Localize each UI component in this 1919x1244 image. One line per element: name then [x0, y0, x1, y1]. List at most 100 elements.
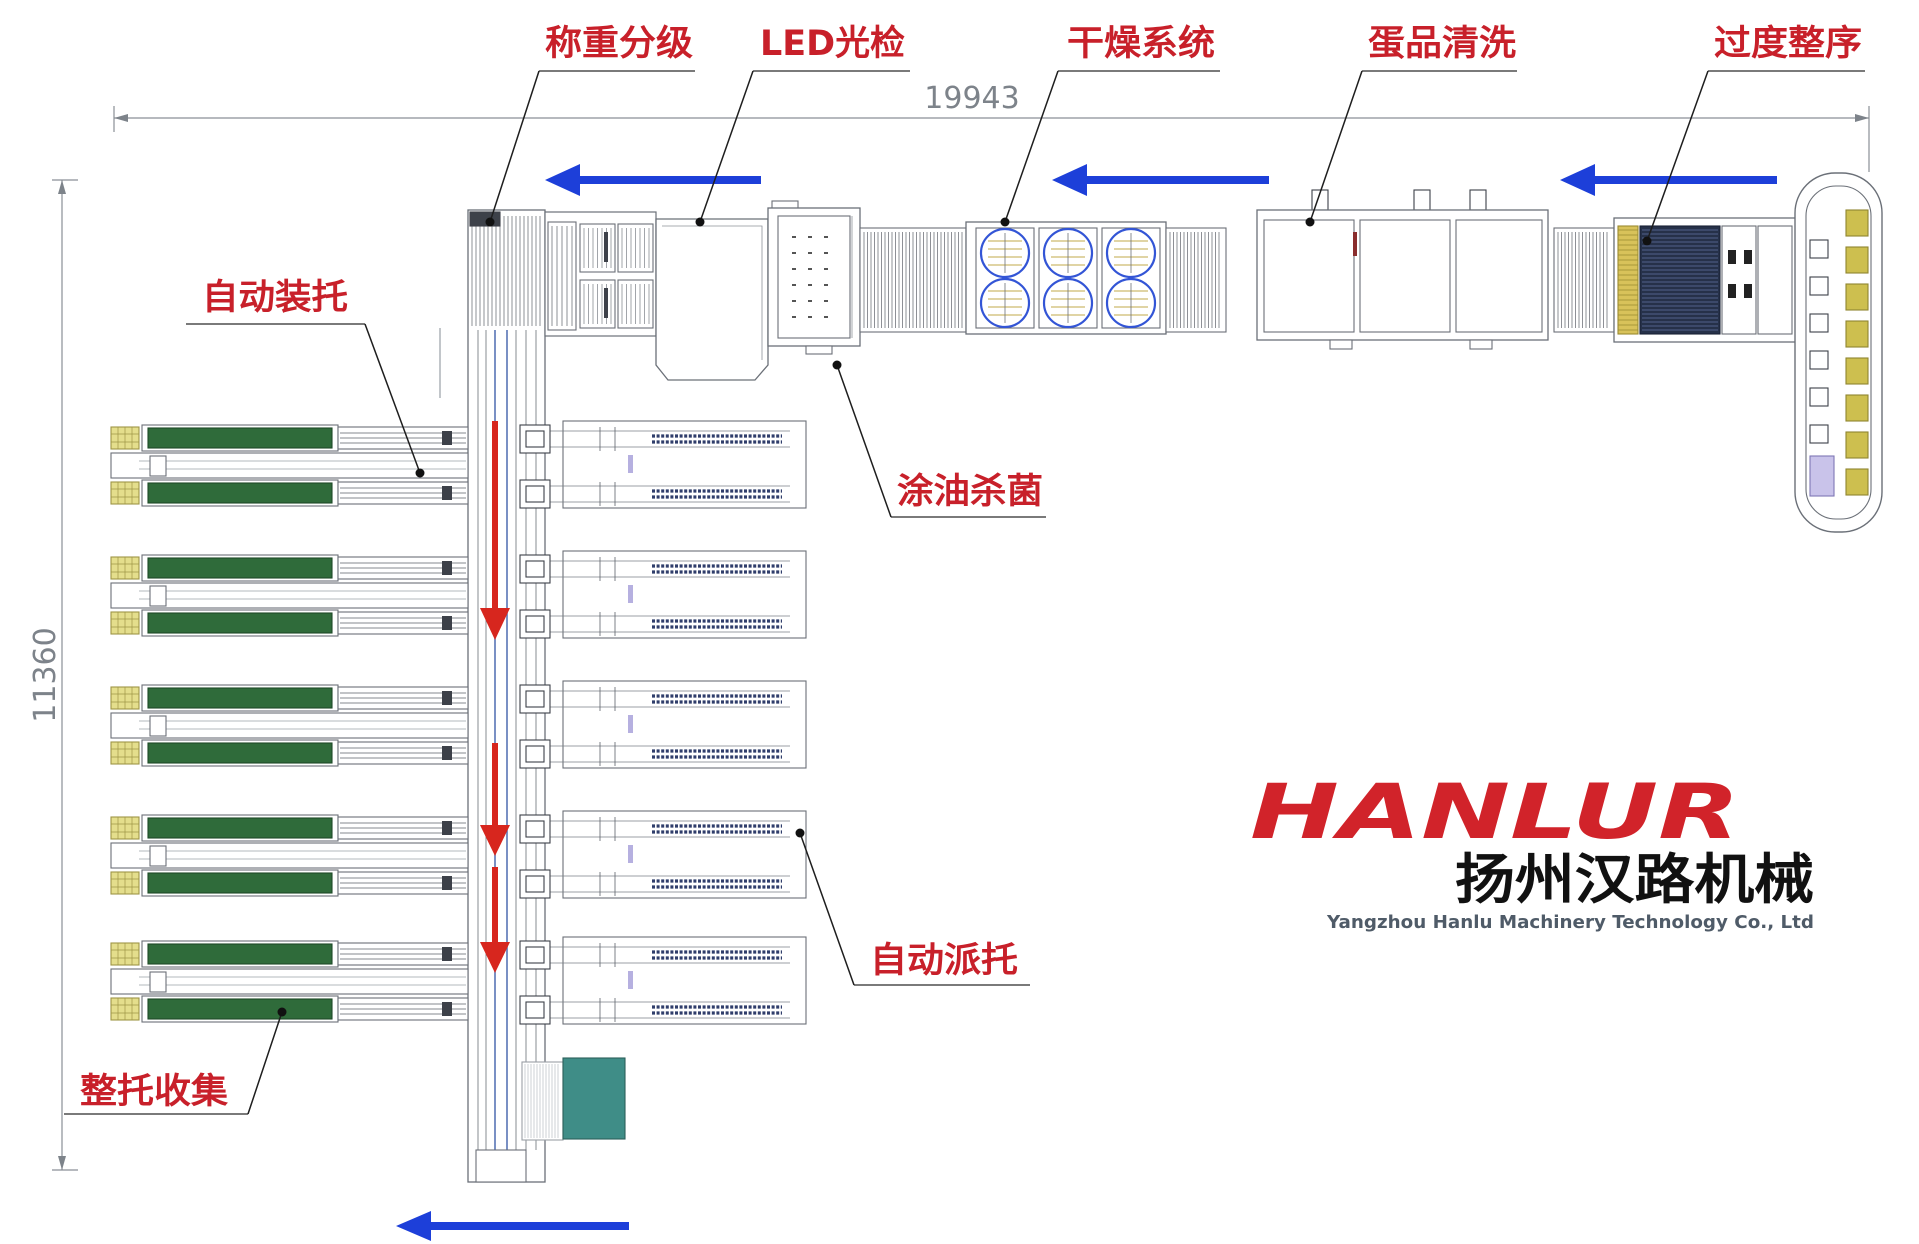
tray-loading-group	[110, 940, 469, 1023]
tray-dispensing-group	[519, 810, 807, 899]
brand-name-chinese: 扬州汉路机械	[1455, 848, 1814, 911]
leader-dot	[277, 1007, 287, 1017]
group-gap-frame	[110, 712, 469, 739]
full-tray-pallet	[147, 817, 333, 839]
loading-gripper	[442, 1002, 452, 1016]
egg-tray-on-loop	[1845, 246, 1869, 274]
loop-operator-station	[1809, 455, 1835, 497]
dispensing-sensor	[628, 585, 633, 603]
full-tray-pallet	[147, 998, 333, 1020]
oiling-nozzle	[824, 268, 828, 270]
washing-foot	[1329, 339, 1353, 350]
loading-gripper	[442, 431, 452, 445]
brand-name-english: Yangzhou Hanlu Machinery Technology Co.,…	[1326, 912, 1814, 933]
lane-bracket	[149, 455, 167, 477]
loading-gripper	[442, 616, 452, 630]
leader-line	[247, 1011, 283, 1115]
oiling-nozzle	[792, 316, 796, 318]
washing-control-mark	[1353, 232, 1357, 256]
oiling-nozzle	[808, 268, 812, 270]
label-auto-tray-loading: 自动装托	[202, 278, 348, 318]
sorting-belt	[1639, 225, 1721, 335]
leader-dot	[795, 828, 805, 838]
flow-arrow-down-icon	[480, 743, 510, 856]
leader-line	[699, 70, 754, 223]
oiling-nozzle	[792, 252, 796, 254]
tray-dispenser-core	[525, 615, 545, 633]
full-tray-pallet	[147, 612, 333, 634]
washing-motor	[1469, 189, 1487, 211]
egg-tray-on-loop	[1845, 209, 1869, 237]
loading-gripper	[442, 947, 452, 961]
washing-tank	[1455, 219, 1543, 333]
flow-arrow-left-icon	[1052, 164, 1269, 196]
tray-loading-group	[110, 814, 469, 897]
oiling-nozzle	[808, 236, 812, 238]
leader-dot	[832, 360, 842, 370]
full-tray-pallet	[147, 742, 333, 764]
transfer-conveyor	[859, 227, 967, 333]
leader-line	[489, 70, 540, 223]
grading-actuator	[604, 288, 608, 318]
tray-loading-lines	[110, 424, 469, 1023]
tray-dispensing-group	[519, 550, 807, 639]
empty-tray-feeder	[521, 1061, 564, 1141]
dispensing-frame	[562, 680, 807, 769]
callout-auto-tray-dispensing: 自动派托	[795, 828, 1030, 986]
sorting-gripper	[1728, 250, 1736, 264]
callout-full-tray-collection: 整托收集	[64, 1007, 287, 1115]
oiling-nozzle	[824, 236, 828, 238]
group-gap-frame	[110, 452, 469, 479]
washing-foot	[1469, 339, 1493, 350]
transition-sorting-unit	[1613, 217, 1797, 343]
dispensing-frame	[562, 810, 807, 899]
washing-tank	[1359, 219, 1451, 333]
leader-dot	[1305, 217, 1315, 227]
flow-arrow-down-icon	[480, 867, 510, 973]
led-inspection-cabinet	[655, 218, 769, 381]
oiling-nozzle	[824, 300, 828, 302]
loop-pallet-slot	[1809, 313, 1829, 333]
tray-dispensing-group	[519, 936, 807, 1025]
sorting-unit	[1721, 225, 1757, 335]
length-arrowhead-right	[1855, 114, 1869, 122]
callout-transition-sorting: 过度整序	[1642, 24, 1865, 246]
conveyor-head-cap	[469, 211, 501, 227]
dispensing-frame	[562, 936, 807, 1025]
lane-bracket	[149, 715, 167, 737]
conveyor-frame	[1165, 227, 1227, 333]
tray-loading-group	[110, 424, 469, 507]
oiling-nozzle	[808, 252, 812, 254]
tray-dispenser-core	[525, 946, 545, 964]
loop-pallet-slot	[1809, 424, 1829, 444]
egg-tray-on-loop	[1845, 468, 1869, 496]
width-arrowhead-top	[58, 180, 66, 194]
label-transition-sorting: 过度整序	[1714, 24, 1862, 64]
label-led-inspection: LED光检	[760, 24, 905, 64]
egg-tray-on-loop	[1845, 431, 1869, 459]
label-auto-tray-dispensing: 自动派托	[870, 941, 1018, 981]
transfer-conveyor	[1165, 227, 1227, 333]
drying-system-unit	[965, 221, 1167, 335]
length-arrowhead-left	[114, 114, 128, 122]
leader-line	[1309, 70, 1363, 223]
oiling-nozzle	[792, 268, 796, 270]
dimension-lines: 19943 11360	[28, 81, 1870, 1171]
full-tray-pallet	[147, 872, 333, 894]
loading-gripper	[442, 821, 452, 835]
tray-dispenser-core	[525, 875, 545, 893]
tray-dispenser-head	[519, 739, 551, 769]
leader-line	[364, 323, 421, 474]
main-processing-line	[544, 172, 1883, 533]
tray-dispensing-group	[519, 420, 807, 509]
flow-arrow-down-icon	[480, 421, 510, 640]
sorting-gripper	[1744, 250, 1752, 264]
loop-pallet-slot	[1809, 239, 1829, 259]
leader-line	[799, 832, 855, 986]
width-dimension-value: 11360	[28, 627, 63, 722]
full-tray-pallet	[147, 482, 333, 504]
width-arrowhead-bottom	[58, 1156, 66, 1170]
weighing-grading-unit	[544, 211, 657, 337]
